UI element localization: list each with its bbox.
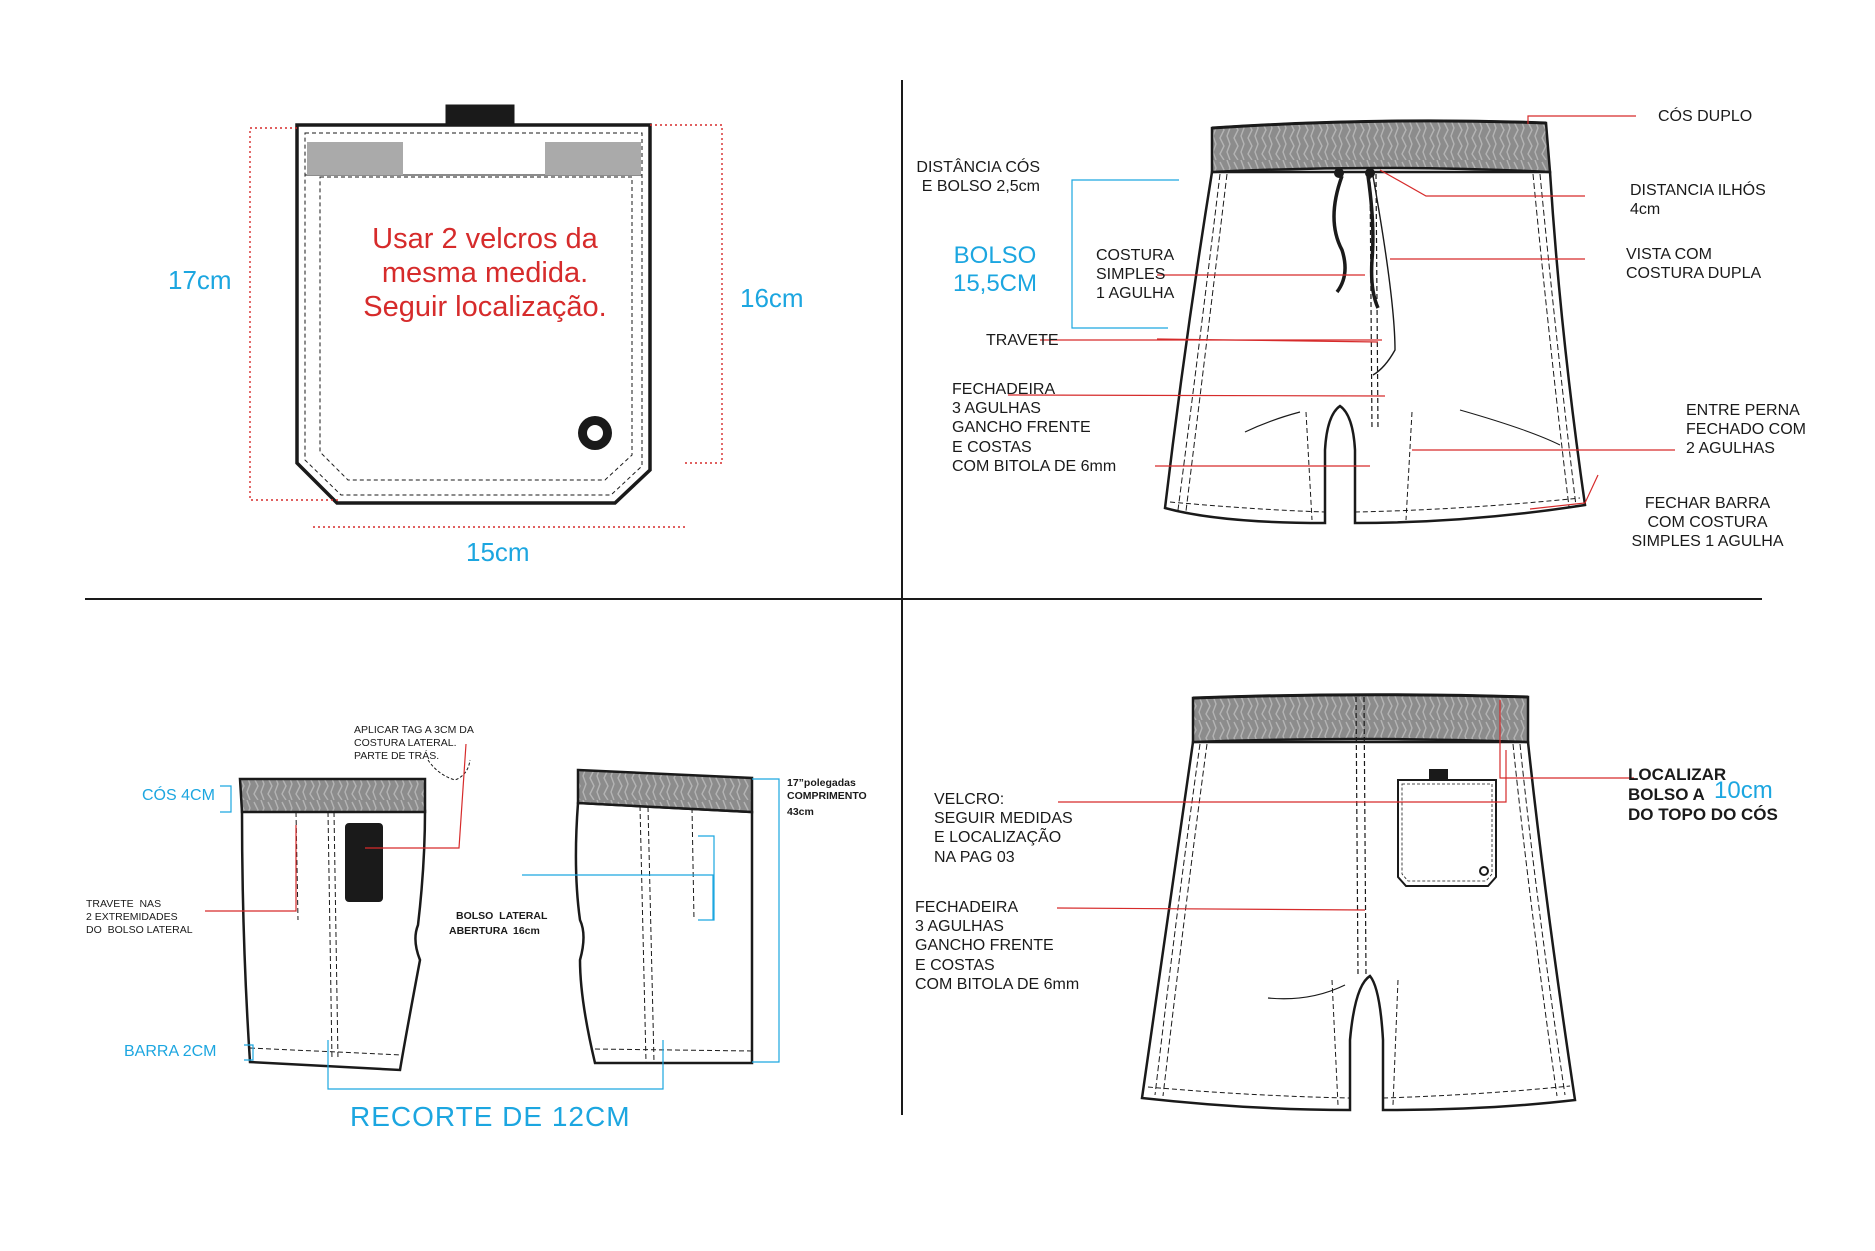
side-right-seam-2	[691, 807, 695, 921]
side-right-hem	[594, 1048, 753, 1052]
front-waist-top	[1211, 119, 1547, 130]
pocket-stitch-1	[304, 132, 643, 496]
label-comprimento: 17”polegadas COMPRIMENTO	[787, 777, 867, 803]
eyelet-left	[1334, 168, 1344, 178]
back-inseam	[1331, 979, 1399, 1106]
side-left-seam-1	[327, 811, 339, 1061]
back-hem	[1147, 1085, 1571, 1099]
pocket-width: 15cm	[466, 537, 530, 567]
pocket-height-inner: 16cm	[740, 283, 804, 313]
pocket-dimension-lines	[249, 124, 723, 528]
drawstring-right	[1366, 175, 1380, 309]
pocket-instruction: Usar 2 velcros da mesma medida. Seguir l…	[363, 223, 607, 324]
label-localizar-2: BOLSO A	[1628, 785, 1705, 804]
label-abertura: ABERTURA	[449, 925, 508, 937]
label-localizar-1: LOCALIZAR	[1628, 765, 1727, 784]
back-leader-lines	[1056, 700, 1634, 911]
front-hem	[1169, 497, 1581, 513]
care-tag	[345, 823, 383, 902]
pocket-drawing	[295, 104, 652, 505]
front-leader-lines	[1007, 115, 1675, 510]
side-left-body	[240, 809, 427, 1072]
side-right-waistband	[576, 768, 754, 814]
label-distancia-cos: DISTÂNCIA CÓS E BOLSO 2,5cm	[916, 159, 1040, 196]
back-pocket	[1397, 779, 1497, 887]
label-entre-perna: ENTRE PERNA FECHADO COM 2 AGULHAS	[1686, 402, 1806, 458]
side-left-hem	[249, 1047, 403, 1056]
label-fechadeira-front: FECHADEIRA 3 AGULHAS GANCHO FRENTE E COS…	[952, 381, 1117, 475]
label-cos-4cm: CÓS 4CM	[142, 787, 215, 804]
velcro-right	[545, 142, 641, 175]
front-body	[1163, 170, 1587, 525]
label-recorte: RECORTE DE 12CM	[350, 1101, 631, 1132]
front-inseam	[1305, 411, 1413, 521]
label-travete: TRAVETE	[986, 332, 1059, 349]
front-crease-left	[1244, 411, 1301, 433]
eyelet-inner	[587, 425, 603, 441]
front-waistband	[1210, 119, 1552, 174]
back-side-left	[1154, 743, 1208, 1097]
back-pocket-tab	[1429, 769, 1448, 781]
front-crease-right	[1459, 409, 1561, 446]
side-leader-lines	[205, 743, 780, 1090]
side-right-body	[574, 801, 754, 1065]
label-localizar-10cm: 10cm	[1714, 777, 1773, 804]
back-side-right	[1512, 743, 1566, 1097]
label-aplicar-tag: APLICAR TAG A 3CM DA COSTURA LATERAL. PA…	[354, 724, 474, 763]
label-bolso-lateral: BOLSO LATERAL	[456, 910, 548, 922]
side-right-seam-1	[639, 805, 655, 1063]
label-vista: VISTA COM COSTURA DUPLA	[1626, 246, 1762, 283]
back-pocket-stitch	[1401, 783, 1493, 882]
front-fly-curve	[1372, 175, 1396, 376]
label-fechar-barra: FECHAR BARRA COM COSTURA SIMPLES 1 AGULH…	[1631, 495, 1784, 551]
back-waistband	[1191, 693, 1530, 744]
care-tag-loop	[427, 759, 471, 781]
back-center-seam	[1355, 696, 1367, 976]
front-side-right	[1532, 173, 1577, 508]
side-view-left	[238, 759, 471, 1072]
velcro-left	[307, 142, 403, 175]
back-body	[1140, 740, 1577, 1112]
label-costura-simples: COSTURA SIMPLES 1 AGULHA	[1096, 247, 1175, 303]
label-abertura-cm: 16cm	[513, 925, 540, 937]
label-travete-side: TRAVETE NAS 2 EXTREMIDADES DO BOLSO LATE…	[86, 898, 193, 937]
label-velcro: VELCRO: SEGUIR MEDIDAS E LOCALIZAÇÃO NA …	[934, 791, 1073, 866]
drawstring-left	[1332, 175, 1347, 294]
side-view-right	[574, 768, 754, 1065]
label-localizar-3: DO TOPO DO CÓS	[1628, 805, 1778, 824]
label-barra: BARRA 2CM	[124, 1043, 217, 1060]
front-side-left	[1177, 173, 1228, 512]
eyelet-right	[1365, 168, 1375, 178]
back-crease	[1267, 984, 1346, 1000]
back-waist-top	[1192, 693, 1529, 700]
front-shorts	[1163, 119, 1587, 525]
back-shorts	[1140, 693, 1577, 1112]
label-cos-duplo: CÓS DUPLO	[1658, 108, 1753, 125]
side-left-waistband	[238, 777, 427, 814]
label-comprimento-cm: 43cm	[787, 806, 814, 818]
label-distancia-ilhos: DISTANCIA ILHÓS 4cm	[1630, 182, 1766, 219]
pocket-stitch-2	[319, 176, 633, 481]
back-pocket-eyelet	[1479, 866, 1489, 876]
pocket-height-outer: 17cm	[168, 265, 232, 295]
label-bolso-front: BOLSO 15,5CM	[952, 242, 1038, 297]
label-fechadeira-back: FECHADEIRA 3 AGULHAS GANCHO FRENTE E COS…	[915, 899, 1080, 993]
